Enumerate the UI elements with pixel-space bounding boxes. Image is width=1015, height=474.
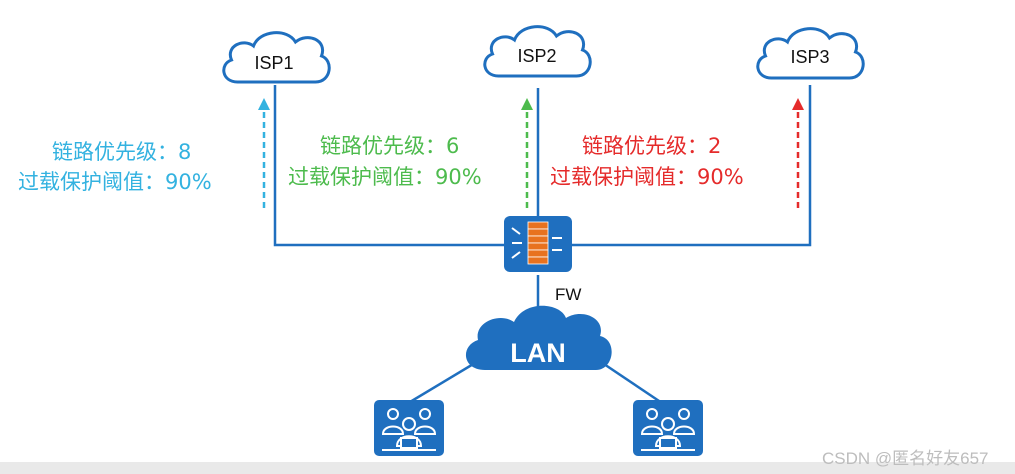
lan-label: LAN bbox=[510, 338, 566, 368]
isp2-priority-label: 链路优先级： bbox=[320, 134, 446, 158]
link-isp3 bbox=[572, 85, 812, 247]
firewall-label: FW bbox=[555, 285, 581, 304]
isp2-traffic-arrow bbox=[521, 98, 533, 208]
isp1-threshold-label: 过载保护阈值： bbox=[18, 170, 165, 194]
isp1-threshold: 过载保护阈值：90% bbox=[18, 168, 212, 196]
isp2-priority-value: 6 bbox=[446, 134, 460, 158]
link-lan-user1 bbox=[404, 358, 481, 407]
link-isp1 bbox=[273, 85, 505, 247]
link-lines bbox=[273, 85, 812, 407]
isp2-label: ISP2 bbox=[517, 46, 556, 66]
isp1-threshold-value: 90% bbox=[165, 170, 212, 194]
isp2-threshold: 过载保护阈值：90% bbox=[288, 163, 482, 191]
lan-cloud-icon bbox=[465, 305, 612, 370]
isp1-priority-value: 8 bbox=[178, 140, 192, 164]
isp1-label: ISP1 bbox=[254, 53, 293, 73]
user-group-icon bbox=[633, 400, 703, 456]
isp3-label: ISP3 bbox=[790, 47, 829, 67]
user-group-icon bbox=[374, 400, 444, 456]
isp3-policy: 链路优先级：2 bbox=[582, 132, 721, 160]
isp1-policy: 链路优先级：8 bbox=[52, 138, 191, 166]
isp3-threshold-value: 90% bbox=[697, 165, 744, 189]
isp2-threshold-label: 过载保护阈值： bbox=[288, 165, 435, 189]
firewall-icon bbox=[504, 216, 572, 272]
isp3-threshold-label: 过载保护阈值： bbox=[550, 165, 697, 189]
footer-bar bbox=[0, 462, 1015, 474]
isp3-priority-label: 链路优先级： bbox=[582, 134, 708, 158]
link-lan-user2 bbox=[597, 358, 666, 407]
isp2-policy: 链路优先级：6 bbox=[320, 132, 459, 160]
isp1-priority-label: 链路优先级： bbox=[52, 140, 178, 164]
watermark: CSDN @匿名好友657 bbox=[822, 449, 989, 468]
isp3-threshold: 过载保护阈值：90% bbox=[550, 163, 744, 191]
isp3-traffic-arrow bbox=[792, 98, 804, 208]
isp1-traffic-arrow bbox=[258, 98, 270, 208]
isp3-priority-value: 2 bbox=[708, 134, 722, 158]
isp2-threshold-value: 90% bbox=[435, 165, 482, 189]
